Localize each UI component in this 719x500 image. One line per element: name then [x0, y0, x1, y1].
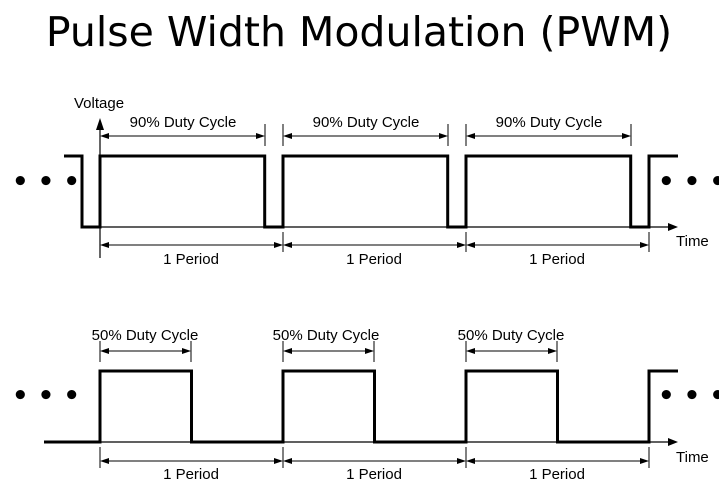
arrowhead-right	[640, 242, 649, 248]
arrowhead-left	[100, 348, 109, 354]
arrowhead-left	[466, 348, 475, 354]
pwm-diagram-50: Time • • • • • • 50% Duty Cycle 50% Duty…	[12, 327, 719, 483]
period-annotation-1: 1 Period	[100, 242, 283, 268]
period-label: 1 Period	[163, 466, 219, 483]
arrowhead-right	[457, 242, 466, 248]
arrowhead-left	[283, 348, 292, 354]
pwm-waveform-90	[64, 154, 678, 229]
pwm-waveform-50	[44, 369, 678, 444]
duty-annotation-3: 50% Duty Cycle	[458, 327, 565, 362]
x-axis-label: Time	[676, 233, 709, 250]
period-label: 1 Period	[529, 466, 585, 483]
arrowhead-right	[548, 348, 557, 354]
duty-annotation-3: 90% Duty Cycle	[465, 114, 632, 146]
right-ellipsis: • • •	[658, 167, 719, 197]
y-axis-arrow	[96, 118, 104, 130]
x-axis-label: Time	[676, 449, 709, 466]
arrowhead-left	[466, 458, 475, 464]
arrowhead-right	[274, 458, 283, 464]
period-label: 1 Period	[529, 251, 585, 268]
arrowhead-right	[439, 133, 448, 139]
arrowhead-left	[466, 133, 475, 139]
duty-cycle-label: 90% Duty Cycle	[313, 114, 420, 131]
page-title: Pulse Width Modulation (PWM)	[46, 8, 672, 56]
period-annotation-2: 1 Period	[283, 242, 466, 268]
duty-cycle-label: 50% Duty Cycle	[273, 327, 380, 344]
period-annotation-3: 1 Period	[466, 242, 649, 268]
arrowhead-right	[274, 242, 283, 248]
duty-cycle-label: 50% Duty Cycle	[92, 327, 199, 344]
period-annotation-2: 1 Period	[283, 458, 466, 483]
arrowhead-left	[466, 242, 475, 248]
period-annotation-3: 1 Period	[466, 458, 649, 483]
x-axis-arrow	[668, 223, 678, 231]
x-axis-arrow	[668, 438, 678, 446]
right-ellipsis: • • •	[658, 381, 719, 411]
arrowhead-left	[283, 458, 292, 464]
duty-annotation-2: 90% Duty Cycle	[282, 114, 449, 146]
y-axis-label: Voltage	[74, 95, 124, 112]
arrowhead-left	[283, 133, 292, 139]
duty-annotation-2: 50% Duty Cycle	[273, 327, 380, 362]
period-label: 1 Period	[346, 466, 402, 483]
left-ellipsis: • • •	[12, 381, 80, 411]
arrowhead-right	[365, 348, 374, 354]
arrowhead-left	[100, 133, 109, 139]
arrowhead-right	[182, 348, 191, 354]
arrowhead-left	[100, 242, 109, 248]
period-label: 1 Period	[163, 251, 219, 268]
period-annotation-1: 1 Period	[100, 458, 283, 483]
duty-cycle-label: 90% Duty Cycle	[130, 114, 237, 131]
period-label: 1 Period	[346, 251, 402, 268]
arrowhead-right	[256, 133, 265, 139]
duty-cycle-label: 90% Duty Cycle	[496, 114, 603, 131]
duty-cycle-label: 50% Duty Cycle	[458, 327, 565, 344]
arrowhead-left	[283, 242, 292, 248]
left-ellipsis: • • •	[12, 167, 80, 197]
arrowhead-right	[640, 458, 649, 464]
arrowhead-right	[622, 133, 631, 139]
arrowhead-right	[457, 458, 466, 464]
duty-annotation-1: 50% Duty Cycle	[92, 327, 199, 362]
pwm-diagram-90: Voltage Time • • • • • • 90% Duty Cycle …	[12, 95, 719, 268]
arrowhead-left	[100, 458, 109, 464]
duty-annotation-1: 90% Duty Cycle	[100, 114, 266, 146]
